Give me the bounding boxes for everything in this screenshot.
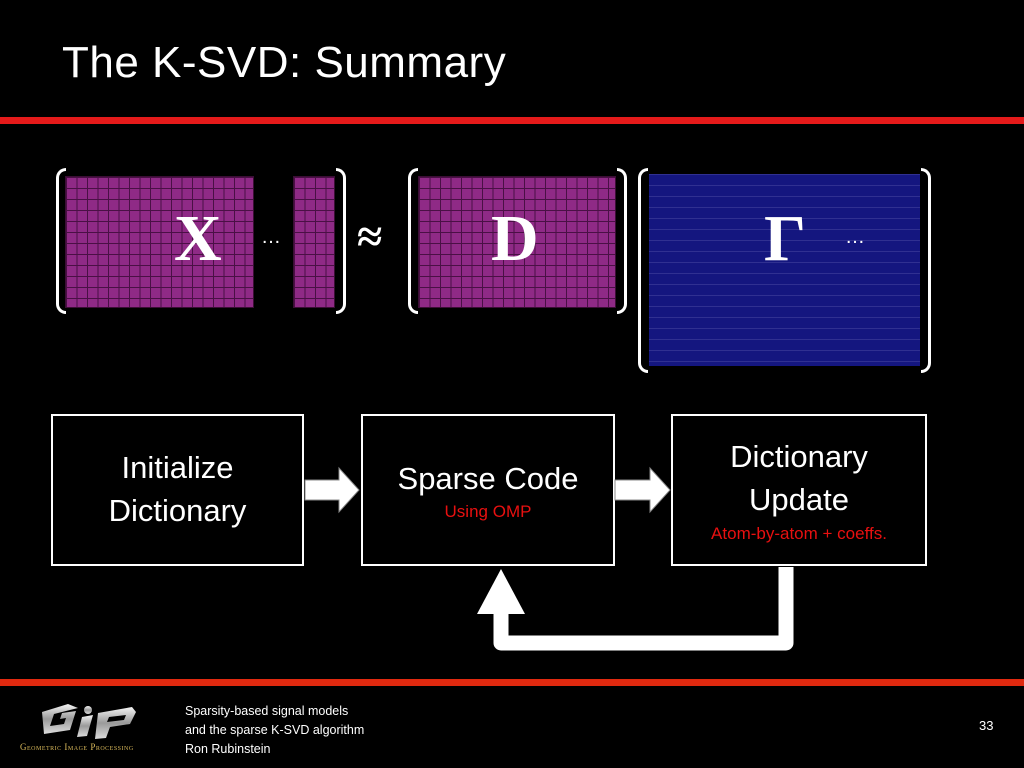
d-matrix (418, 176, 616, 308)
footer-line2: and the sparse K-SVD algorithm (185, 723, 365, 737)
initialize-dictionary-box: Initialize Dictionary (51, 414, 304, 566)
logo-caption: Geometric Image Processing (20, 742, 134, 752)
gamma-symbol: Γ (764, 202, 806, 275)
feedback-loop-line (493, 567, 794, 651)
footer-text: Sparsity-based signal models and the spa… (185, 702, 364, 759)
update-line2: Update (749, 482, 849, 517)
gamma-right-bracket (921, 168, 931, 373)
sparse-code-box: Sparse Code Using OMP (361, 414, 615, 566)
arrow-init-to-sparse (304, 466, 360, 514)
x-matrix-block (65, 176, 254, 308)
initialize-line2: Dictionary (108, 493, 247, 528)
update-line1: Dictionary (730, 439, 868, 475)
update-note: Atom-by-atom + coeffs. (711, 523, 887, 543)
sparse-code-note: Using OMP (444, 502, 532, 522)
d-right-bracket (617, 168, 627, 314)
gip-logo-icon (42, 704, 136, 739)
feedback-loop-arrowhead (477, 569, 525, 614)
d-symbol: D (491, 202, 539, 275)
x-right-bracket (336, 168, 346, 314)
page-number: 33 (979, 718, 994, 733)
slide-title: The K-SVD: Summary (62, 38, 507, 87)
gamma-left-bracket (638, 168, 648, 373)
x-symbol: X (174, 202, 222, 275)
x-left-bracket (56, 168, 66, 314)
x-ellipsis: … (261, 226, 281, 248)
dictionary-update-box: Dictionary Update Atom-by-atom + coeffs. (671, 414, 927, 566)
initialize-line1: Initialize (121, 450, 234, 486)
bottom-red-divider (0, 679, 1024, 686)
footer-line1: Sparsity-based signal models (185, 704, 349, 718)
approx-symbol: ≈ (357, 211, 383, 262)
d-left-bracket (408, 168, 418, 314)
top-red-divider (0, 117, 1024, 124)
x-matrix-last-column (293, 176, 335, 308)
arrow-sparse-to-update (614, 466, 671, 514)
footer-line3: Ron Rubinstein (185, 742, 271, 756)
gamma-ellipsis: … (845, 226, 865, 248)
gamma-matrix (649, 174, 920, 366)
sparse-code-label: Sparse Code (397, 460, 579, 496)
